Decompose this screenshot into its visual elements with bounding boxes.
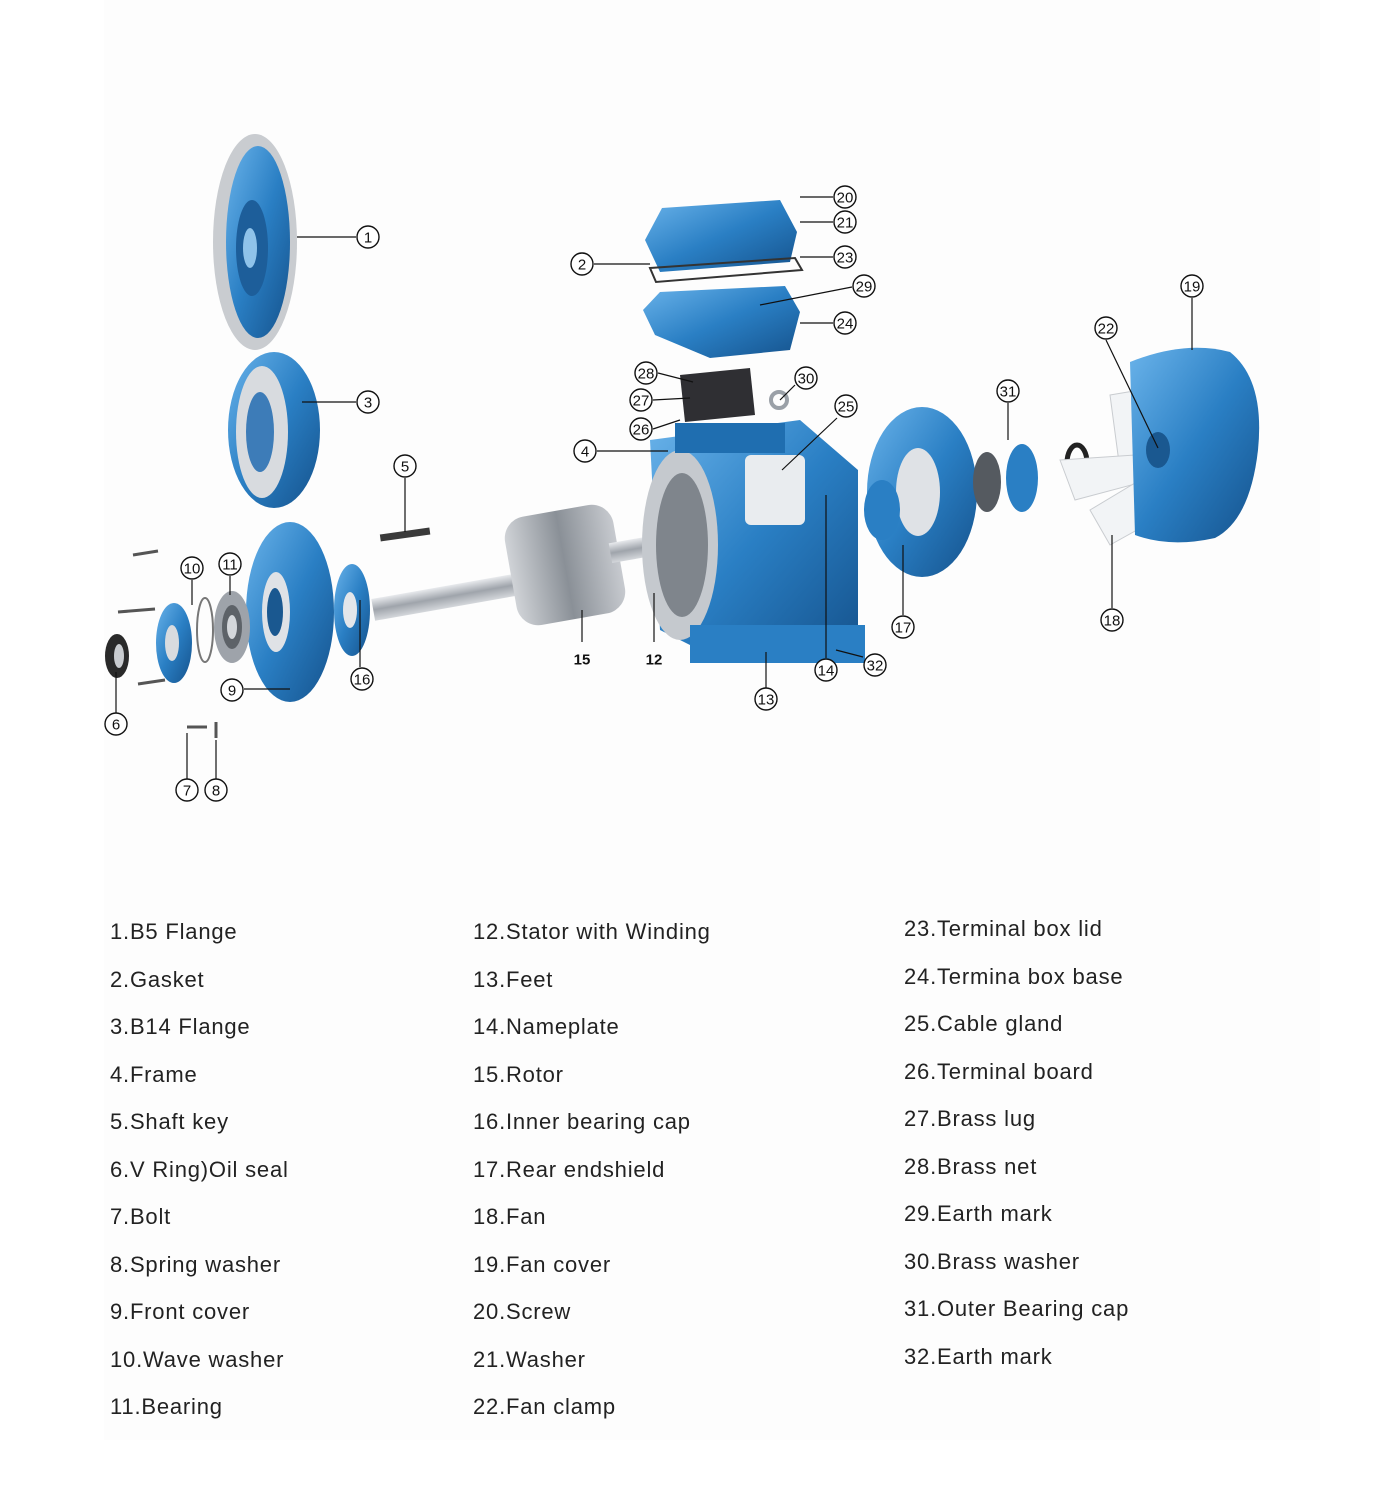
callout-13: 13 (754, 687, 778, 711)
svg-text:25: 25 (838, 399, 855, 416)
callout-32: 32 (863, 653, 887, 677)
callout-1: 1 (356, 225, 380, 249)
svg-text:2: 2 (578, 257, 586, 274)
callout-25: 25 (834, 394, 858, 418)
leader-lines (115, 196, 1193, 779)
svg-text:10: 10 (184, 561, 201, 578)
callout-31: 31 (996, 379, 1020, 403)
callout-12: 12 (646, 652, 663, 669)
callout-8: 8 (204, 778, 228, 802)
svg-text:28: 28 (638, 366, 655, 383)
callout-badges: 1 2 3 4 5 6 7 8 9 10 11 16 17 18 19 20 2… (104, 185, 1204, 802)
fan-cover (1130, 347, 1260, 543)
svg-text:13: 13 (758, 692, 775, 709)
bolts-front (117, 549, 218, 738)
callout-30: 30 (794, 366, 818, 390)
callout-7: 7 (175, 778, 199, 802)
outer-front-cap (156, 597, 214, 683)
shaft-key (379, 527, 431, 542)
callout-2: 2 (570, 252, 594, 276)
svg-text:22: 22 (1098, 321, 1115, 338)
svg-text:11: 11 (222, 557, 238, 574)
svg-text:1: 1 (364, 230, 372, 247)
callout-layer: 1 2 3 4 5 6 7 8 9 10 11 16 17 18 19 20 2… (104, 185, 1204, 802)
svg-text:8: 8 (212, 783, 220, 800)
callout-5: 5 (393, 454, 417, 478)
svg-text:20: 20 (837, 190, 854, 207)
callout-14: 14 (814, 658, 838, 682)
callout-29: 29 (852, 274, 876, 298)
callout-26: 26 (629, 417, 653, 441)
svg-text:21: 21 (837, 215, 854, 232)
callout-23: 23 (833, 245, 857, 269)
callout-24: 24 (833, 311, 857, 335)
svg-text:14: 14 (818, 663, 835, 680)
svg-text:18: 18 (1104, 613, 1121, 630)
callout-9: 9 (220, 678, 244, 702)
svg-text:32: 32 (867, 658, 884, 675)
svg-text:27: 27 (633, 393, 650, 410)
b14-flange (228, 352, 320, 508)
svg-text:7: 7 (183, 783, 191, 800)
svg-text:3: 3 (364, 395, 372, 412)
callout-28: 28 (634, 361, 658, 385)
svg-text:5: 5 (401, 459, 409, 476)
exploded-motor-diagram (105, 134, 1260, 738)
svg-text:19: 19 (1184, 279, 1201, 296)
callout-3: 3 (356, 390, 380, 414)
callout-22: 22 (1094, 316, 1118, 340)
front-cover (246, 522, 334, 702)
svg-text:24: 24 (837, 316, 854, 333)
svg-text:9: 9 (228, 683, 236, 700)
callout-10: 10 (180, 556, 204, 580)
svg-text:23: 23 (837, 250, 854, 267)
callout-15: 15 (574, 652, 591, 669)
inner-bearing-cap (334, 564, 370, 656)
bearing (214, 591, 250, 663)
b5-flange (213, 134, 297, 350)
svg-text:4: 4 (581, 444, 589, 461)
callout-11: 11 (218, 552, 242, 576)
svg-text:17: 17 (895, 620, 912, 637)
frame (642, 390, 865, 663)
callout-20: 20 (833, 185, 857, 209)
callout-19: 19 (1180, 274, 1204, 298)
svg-text:16: 16 (354, 672, 371, 689)
callout-17: 17 (891, 615, 915, 639)
terminal-box (643, 200, 804, 422)
callout-16: 16 (350, 667, 374, 691)
svg-text:29: 29 (856, 279, 873, 296)
svg-text:30: 30 (798, 371, 815, 388)
svg-text:31: 31 (1000, 384, 1017, 401)
v-ring-oil-seal (105, 634, 129, 678)
callout-27: 27 (629, 388, 653, 412)
svg-text:6: 6 (112, 717, 120, 734)
callout-21: 21 (833, 210, 857, 234)
callout-18: 18 (1100, 608, 1124, 632)
rear-endshield (864, 407, 977, 577)
svg-text:26: 26 (633, 422, 650, 439)
callout-4: 4 (573, 439, 597, 463)
callout-6: 6 (104, 712, 128, 736)
